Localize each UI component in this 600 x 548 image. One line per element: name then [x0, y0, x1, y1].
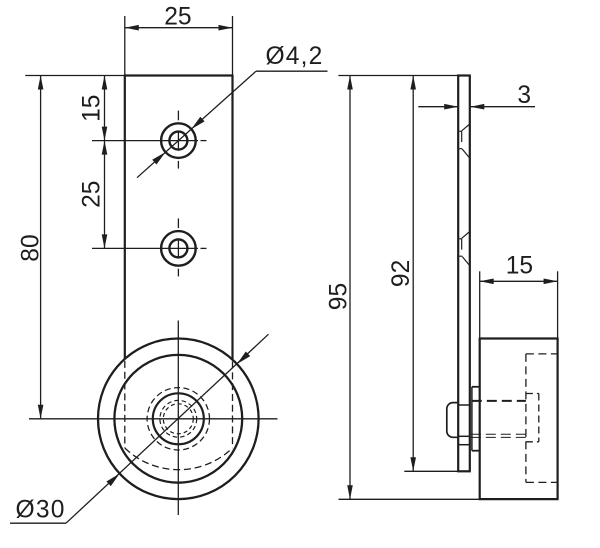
svg-text:95: 95	[325, 283, 352, 310]
svg-text:92: 92	[388, 260, 415, 287]
svg-text:80: 80	[17, 234, 44, 261]
svg-text:3: 3	[517, 82, 531, 109]
svg-text:Ø30: Ø30	[16, 496, 66, 523]
svg-text:Ø4,2: Ø4,2	[265, 43, 323, 70]
svg-text:15: 15	[506, 252, 533, 279]
svg-text:15: 15	[79, 95, 106, 122]
svg-text:25: 25	[79, 181, 106, 208]
svg-text:25: 25	[164, 4, 191, 31]
